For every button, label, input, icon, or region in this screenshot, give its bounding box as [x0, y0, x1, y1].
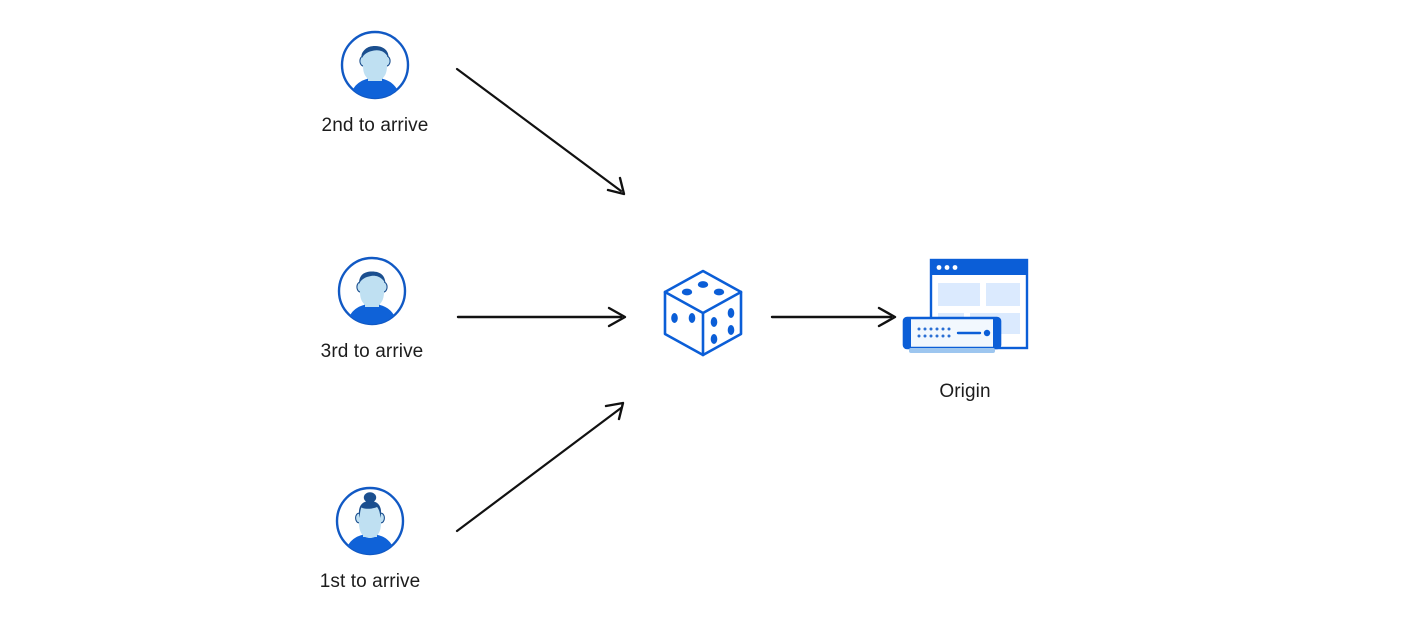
server-port-dots: [917, 327, 951, 338]
node-load-balancer[interactable]: [658, 266, 748, 360]
edge-1st-to-dice: [455, 401, 625, 533]
node-label-user-3rd: 3rd to arrive: [320, 341, 424, 362]
user-avatar-icon: [338, 28, 412, 102]
dice-icon: [658, 266, 748, 360]
node-user-1st[interactable]: 1st to arrive: [305, 484, 435, 594]
node-label-origin: Origin: [939, 381, 991, 402]
user-avatar-female-icon: [333, 484, 407, 558]
edge-dice-to-origin: [770, 306, 897, 328]
dice-pips-left: [671, 313, 696, 323]
origin-server-icon: [895, 256, 1035, 368]
user-avatar-icon: [335, 254, 409, 328]
node-label-user-2nd: 2nd to arrive: [321, 115, 429, 136]
node-user-2nd[interactable]: 2nd to arrive: [310, 28, 440, 138]
edge-2nd-to-dice: [455, 67, 626, 196]
node-label-user-1st: 1st to arrive: [319, 571, 421, 592]
node-user-3rd[interactable]: 3rd to arrive: [307, 254, 437, 364]
server-appliance-icon: [902, 316, 1002, 353]
node-origin[interactable]: Origin: [895, 256, 1035, 404]
dice-pips-top: [681, 281, 725, 296]
dice-pips-right: [710, 308, 735, 344]
edge-3rd-to-dice: [456, 306, 627, 328]
